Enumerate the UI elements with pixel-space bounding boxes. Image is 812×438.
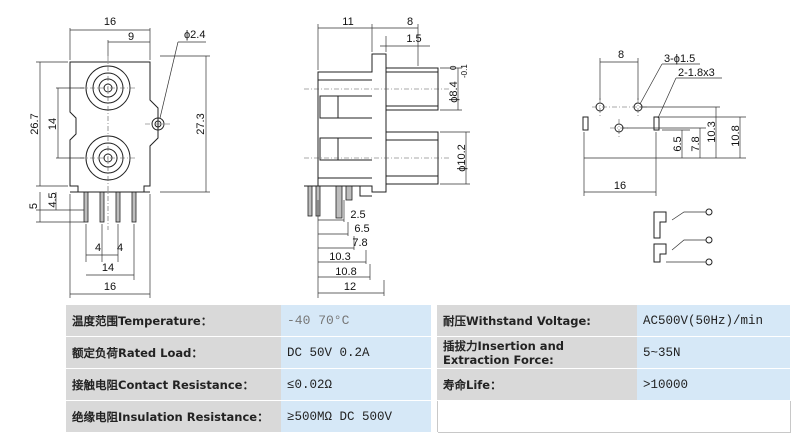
spec-gap bbox=[431, 305, 437, 337]
dim-front-pin-dia: ϕ2.4 bbox=[184, 29, 205, 41]
spec-row: 温度范围Temperature： -40 70°C 耐压Withstand Vo… bbox=[66, 305, 790, 337]
life-value: >10000 bbox=[637, 368, 790, 401]
dim-front-bottom-14: 14 bbox=[102, 262, 114, 274]
dim-pcb-v-10-8: 10.8 bbox=[730, 125, 742, 146]
temperature-value: -40 70°C bbox=[281, 305, 431, 337]
dim-side-10-8: 10.8 bbox=[335, 266, 356, 278]
withstand-label: 耐压Withstand Voltage: bbox=[437, 305, 637, 337]
dim-front-lead-height: 5 bbox=[28, 203, 40, 209]
insulation-value: ≥500MΩ DC 500V bbox=[281, 400, 431, 433]
contact-resistance-value: ≤0.02Ω bbox=[281, 368, 431, 401]
side-view: 11 8 1.5 ϕ8.4 0 -0.1 ϕ10.2 2.5 6.5 7.8 1… bbox=[304, 16, 470, 298]
insulation-label: 绝缘电阻Insulation Resistance： bbox=[66, 400, 281, 433]
dim-side-outer-dia: ϕ8.4 bbox=[448, 81, 460, 102]
spec-gap bbox=[431, 336, 437, 369]
dim-side-10-3: 10.3 bbox=[329, 251, 350, 263]
dim-pcb-hole-b: 2-1.8x3 bbox=[678, 67, 715, 79]
spec-row: 绝缘电阻Insulation Resistance： ≥500MΩ DC 500… bbox=[66, 400, 791, 433]
dim-side-12: 12 bbox=[344, 281, 356, 293]
spec-row: 接触电阻Contact Resistance： ≤0.02Ω 寿命Life： >… bbox=[66, 368, 790, 401]
dim-front-top-half: 9 bbox=[128, 31, 134, 43]
spec-gap bbox=[431, 368, 437, 401]
rated-load-label: 额定负荷Rated Load： bbox=[66, 336, 281, 369]
dim-front-height: 26.7 bbox=[29, 113, 41, 134]
dim-side-tol-minus: -0.1 bbox=[460, 64, 469, 78]
withstand-value: AC500V(50Hz)/min bbox=[637, 305, 790, 337]
dim-pcb-width: 16 bbox=[614, 180, 626, 192]
spec-table: 温度范围Temperature： -40 70°C 耐压Withstand Vo… bbox=[66, 305, 791, 433]
dim-front-bottom-16: 16 bbox=[104, 281, 116, 293]
insertion-label: 插拔力Insertion and Extraction Force: bbox=[437, 336, 637, 369]
dim-side-7-8: 7.8 bbox=[352, 237, 367, 249]
insertion-value: 5~35N bbox=[637, 336, 790, 369]
dim-pcb-hole-a: 3-ϕ1.5 bbox=[664, 53, 695, 65]
life-label: 寿命Life： bbox=[437, 368, 637, 401]
spec-row: 额定负荷Rated Load： DC 50V 0.2A 插拔力Insertion… bbox=[66, 336, 790, 369]
dim-front-top-width: 16 bbox=[104, 16, 116, 28]
dim-pcb-v-6-5: 6.5 bbox=[672, 136, 684, 151]
dim-pcb-v-7-8: 7.8 bbox=[690, 136, 702, 151]
dim-front-full-height: 27.3 bbox=[195, 113, 207, 134]
dim-side-body-depth: 11 bbox=[342, 16, 353, 28]
spec-gap bbox=[431, 400, 437, 433]
dim-side-inner-dia: ϕ10.2 bbox=[456, 144, 468, 172]
dim-front-jack-pitch: 14 bbox=[47, 118, 59, 130]
jack-schematic bbox=[653, 208, 713, 266]
front-view: 16 9 ϕ2.4 26.7 14 27.3 5 4.5 4 4 14 16 bbox=[28, 16, 210, 298]
empty-cell bbox=[436, 400, 791, 433]
dim-side-tol-plus: 0 bbox=[449, 65, 458, 70]
pcb-layout: 8 3-ϕ1.5 2-1.8x3 6.5 7.8 10.3 10.8 16 bbox=[582, 49, 746, 196]
dim-pcb-spacing: 8 bbox=[618, 49, 624, 61]
dim-front-pin-spacing-b: 4 bbox=[117, 242, 123, 254]
dim-side-6-5: 6.5 bbox=[354, 223, 369, 235]
technical-drawing: 16 9 ϕ2.4 26.7 14 27.3 5 4.5 4 4 14 16 bbox=[28, 16, 746, 298]
dim-front-lead-offset: 4.5 bbox=[47, 192, 59, 207]
rated-load-value: DC 50V 0.2A bbox=[281, 336, 431, 369]
dim-front-pin-spacing-a: 4 bbox=[95, 242, 101, 254]
dim-side-2-5: 2.5 bbox=[350, 209, 365, 221]
dim-side-front-depth: 8 bbox=[407, 16, 413, 28]
dim-side-flange: 1.5 bbox=[406, 33, 421, 45]
dim-pcb-v-10-3: 10.3 bbox=[706, 121, 718, 142]
temperature-label: 温度范围Temperature： bbox=[66, 305, 281, 337]
contact-resistance-label: 接触电阻Contact Resistance： bbox=[66, 368, 281, 401]
